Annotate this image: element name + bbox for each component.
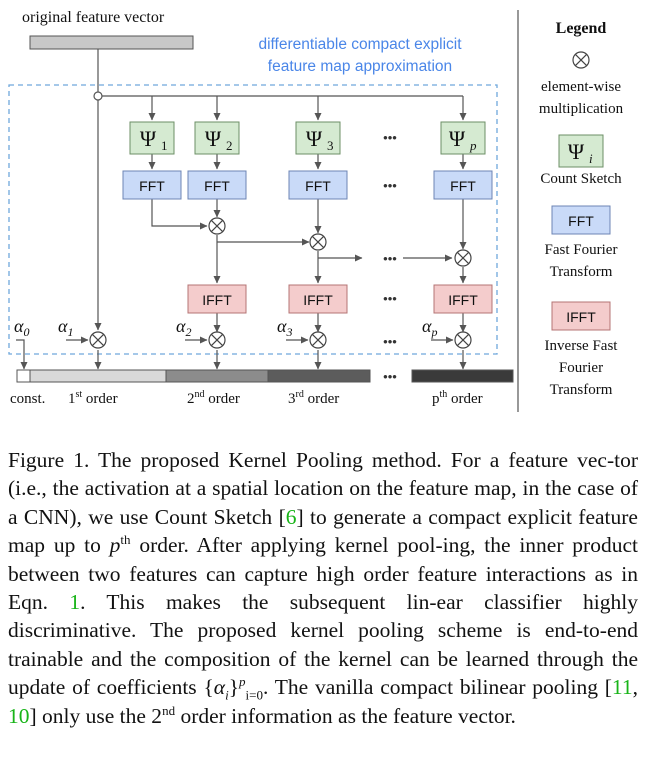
alpha-p-label: αp — [422, 316, 437, 339]
multiply-node-fftp — [454, 249, 472, 267]
citation-11[interactable]: 11 — [611, 675, 633, 700]
svg-text:Ψ: Ψ — [140, 126, 157, 151]
legend-fft-box: FFT — [551, 205, 611, 235]
svg-text:FFT: FFT — [568, 213, 594, 229]
alpha-1-label: α1 — [58, 316, 73, 339]
multiply-node-alpha3 — [309, 331, 327, 349]
alpha-3-label: α3 — [277, 316, 292, 339]
ellipsis-fft: ••• — [383, 178, 397, 193]
legend-mult-line2: multiplication — [539, 101, 624, 117]
svg-text:2: 2 — [226, 138, 233, 153]
output-feature-bar — [16, 369, 514, 383]
svg-text:1: 1 — [161, 138, 168, 153]
connection-wires — [16, 49, 467, 370]
svg-text:p: p — [469, 138, 477, 153]
approx-label-line1: differentiable compact explicit — [258, 36, 462, 53]
multiply-node-alpha2 — [208, 331, 226, 349]
multiply-node-fft12 — [208, 217, 226, 235]
legend-ifft-line3: Transform — [550, 382, 613, 398]
legend-fft-line1: Fast Fourier — [545, 242, 618, 258]
fft-box-3: FFT — [288, 170, 348, 200]
svg-text:Ψ: Ψ — [449, 126, 466, 151]
legend-ifft-box: IFFT — [551, 301, 611, 331]
fft-box-p: FFT — [433, 170, 493, 200]
input-label: original feature vector — [22, 9, 165, 26]
alpha-2-label: α2 — [176, 316, 191, 339]
multiply-node-fft3 — [309, 233, 327, 251]
citation-6[interactable]: 6 — [285, 504, 297, 529]
legend-count-sketch: Count Sketch — [540, 171, 622, 187]
multiply-node-alpha1 — [89, 331, 107, 349]
fft-box-1: FFT — [122, 170, 182, 200]
approximation-region — [8, 84, 498, 355]
ellipsis-psi: ••• — [383, 130, 397, 145]
svg-text:3: 3 — [327, 138, 334, 153]
equation-ref-1[interactable]: 1 — [69, 590, 81, 615]
output-segment-1st — [29, 369, 167, 383]
multiply-node-alphap — [454, 331, 472, 349]
legend-psi-box: Ψ i — [558, 134, 604, 168]
approx-label-line2: feature map approximation — [268, 58, 452, 75]
second-order-label: 2nd order — [187, 389, 240, 407]
svg-text:IFFT: IFFT — [303, 292, 333, 308]
output-segment-const — [16, 369, 31, 383]
svg-text:Ψ: Ψ — [205, 126, 222, 151]
first-order-label: 1st order — [68, 389, 118, 407]
pth-order-label: pth order — [432, 389, 483, 407]
svg-text:FFT: FFT — [450, 178, 476, 194]
citation-10[interactable]: 10 — [8, 703, 30, 728]
ellipsis-alpha: ••• — [383, 334, 397, 349]
fft-box-2: FFT — [187, 170, 247, 200]
legend-ifft-line2: Fourier — [559, 360, 603, 376]
count-sketch-psi-3: Ψ 3 — [295, 121, 341, 155]
legend-mult-line1: element-wise — [541, 79, 621, 95]
svg-text:IFFT: IFFT — [448, 292, 478, 308]
count-sketch-psi-p: Ψ p — [440, 121, 486, 155]
legend-fft-line2: Transform — [550, 264, 613, 280]
input-feature-bar — [29, 35, 194, 50]
ellipsis-output: ••• — [383, 369, 397, 384]
svg-text:Ψ: Ψ — [568, 139, 585, 164]
legend-ifft-line1: Inverse Fast — [545, 338, 619, 354]
svg-text:FFT: FFT — [204, 178, 230, 194]
output-segment-pth — [411, 369, 514, 383]
ellipsis-mult: ••• — [383, 251, 397, 266]
svg-text:IFFT: IFFT — [202, 292, 232, 308]
output-segment-3rd — [267, 369, 371, 383]
figure-caption: Figure 1. The proposed Kernel Pooling me… — [8, 448, 638, 728]
branch-junction — [93, 91, 103, 101]
kernel-pooling-diagram: original feature vector differentiable c… — [8, 9, 624, 412]
ifft-box-p: IFFT — [433, 284, 493, 314]
svg-text:i: i — [589, 151, 593, 166]
count-sketch-psi-2: Ψ 2 — [194, 121, 240, 155]
output-segment-2nd — [165, 369, 269, 383]
legend-title: Legend — [556, 20, 607, 37]
third-order-label: 3rd order — [288, 389, 339, 407]
legend-multiply-icon — [572, 51, 590, 69]
ellipsis-ifft: ••• — [383, 291, 397, 306]
svg-text:FFT: FFT — [305, 178, 331, 194]
svg-text:IFFT: IFFT — [566, 309, 596, 325]
alpha-0-label: α0 — [14, 316, 29, 339]
ifft-box-3: IFFT — [288, 284, 348, 314]
svg-text:FFT: FFT — [139, 178, 165, 194]
const-label: const. — [10, 391, 45, 407]
svg-text:Ψ: Ψ — [306, 126, 323, 151]
count-sketch-psi-1: Ψ 1 — [129, 121, 175, 155]
ifft-box-2: IFFT — [187, 284, 247, 314]
